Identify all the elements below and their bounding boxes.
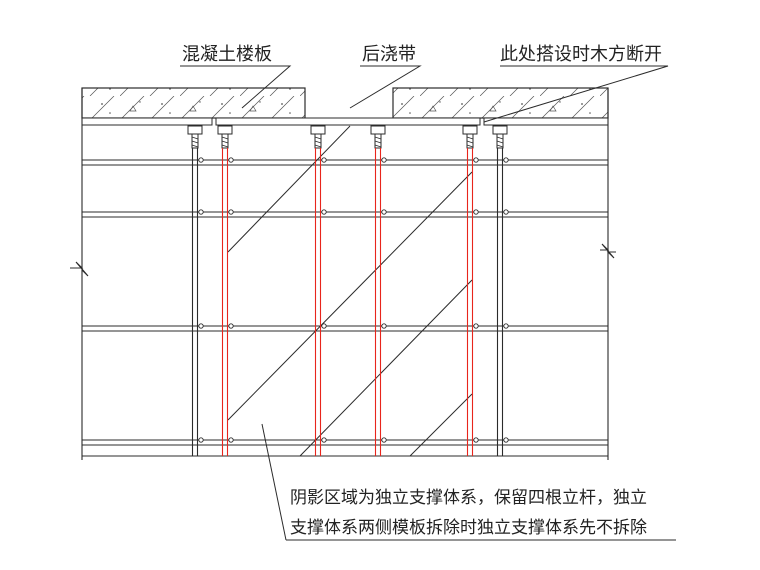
label-leaders bbox=[180, 65, 669, 123]
break-mark-right bbox=[600, 88, 616, 460]
support-post-1 bbox=[187, 125, 204, 456]
note-leader bbox=[261, 423, 676, 541]
vertical-posts bbox=[187, 125, 509, 456]
ledger-3 bbox=[82, 325, 608, 332]
retained-post-3 bbox=[370, 125, 387, 456]
note-line-1: 阴影区域为独立支撑体系，保留四根立杆，独立 bbox=[290, 488, 647, 508]
retained-post-4 bbox=[462, 125, 479, 456]
ledger-1 bbox=[82, 159, 608, 166]
ledger-4 bbox=[82, 439, 608, 446]
horizontal-ledgers bbox=[82, 159, 608, 457]
formwork-boards bbox=[81, 117, 609, 126]
retained-post-2 bbox=[310, 125, 327, 456]
timber-break-label: 此处搭设时木方断开 bbox=[500, 44, 662, 65]
support-post-6 bbox=[492, 125, 509, 456]
retained-post-1 bbox=[217, 125, 234, 456]
break-mark-left bbox=[70, 88, 89, 460]
ledger-2 bbox=[82, 211, 608, 218]
concrete-slab-right bbox=[392, 87, 609, 119]
note-line-2: 支撑体系两侧模板拆除时独立支撑体系先不拆除 bbox=[290, 518, 647, 538]
slab-label: 混凝土楼板 bbox=[182, 44, 272, 65]
post-pour-strip-label: 后浇带 bbox=[362, 44, 416, 65]
shaded-zone-hatch bbox=[227, 125, 473, 457]
concrete-slab-left bbox=[81, 87, 306, 119]
